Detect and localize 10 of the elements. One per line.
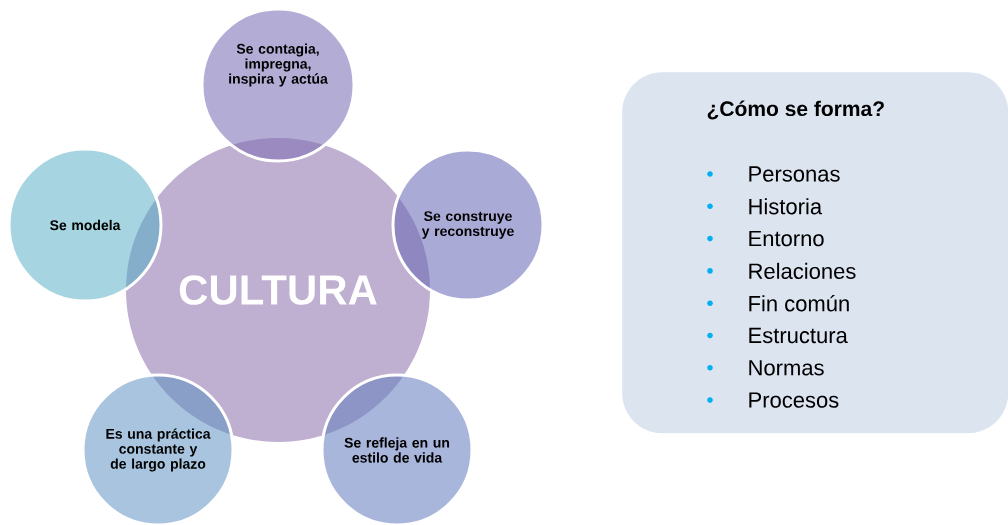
list-item: Estructura <box>707 327 848 344</box>
list-item: Relaciones <box>707 262 856 279</box>
rounded-box <box>622 72 1008 434</box>
list-item: Entorno <box>707 230 824 247</box>
box-heading: ¿Cómo se forma? <box>707 100 884 120</box>
list-item: Historia <box>707 198 823 215</box>
list-item: Normas <box>707 360 824 376</box>
list-item: Fin común <box>707 295 849 312</box>
list-item: Procesos <box>707 392 839 408</box>
list-item: Personas <box>707 166 840 182</box>
